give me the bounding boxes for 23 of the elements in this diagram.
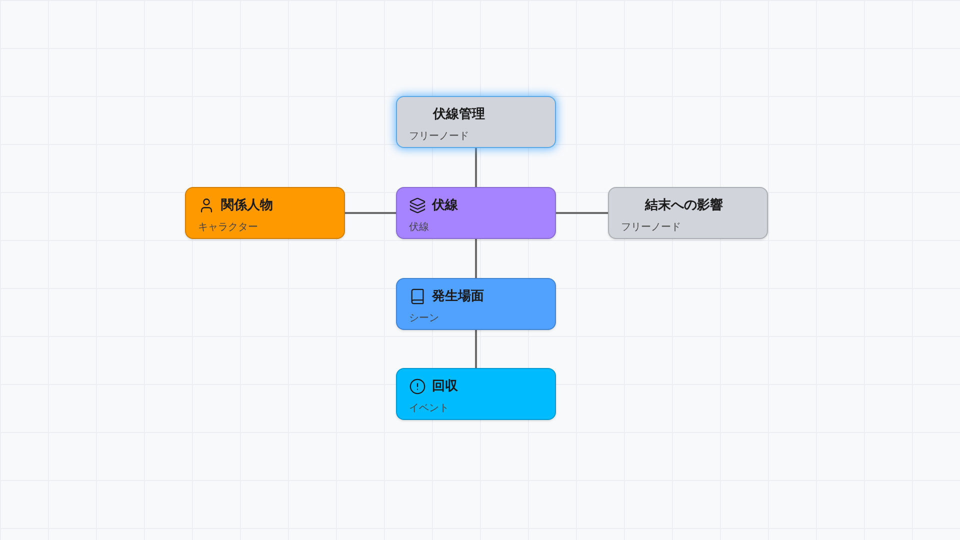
node-card [396, 96, 556, 148]
node-card [396, 368, 556, 420]
connector-line [475, 239, 477, 278]
node-title: 伏線管理 [433, 106, 485, 123]
node-title: 伏線 [432, 197, 458, 214]
node-card [608, 187, 768, 239]
node-type: フリーノード [409, 130, 470, 143]
node-card [396, 278, 556, 330]
node-title: 関係人物 [221, 197, 273, 214]
node-type: シーン [409, 312, 440, 325]
connector-line [475, 148, 477, 187]
node-title: 結末への影響 [645, 196, 723, 214]
node-card [396, 187, 556, 239]
node-title: 回収 [432, 378, 458, 395]
connector-line [345, 212, 396, 214]
connector-line [556, 212, 608, 214]
connector-line [475, 330, 477, 368]
node-type: フリーノード [621, 221, 682, 234]
node-card [185, 187, 345, 239]
node-type: イベント [409, 402, 450, 415]
node-type: キャラクター [198, 221, 259, 234]
node-title: 発生場面 [432, 288, 484, 305]
node-type: 伏線 [409, 221, 430, 234]
